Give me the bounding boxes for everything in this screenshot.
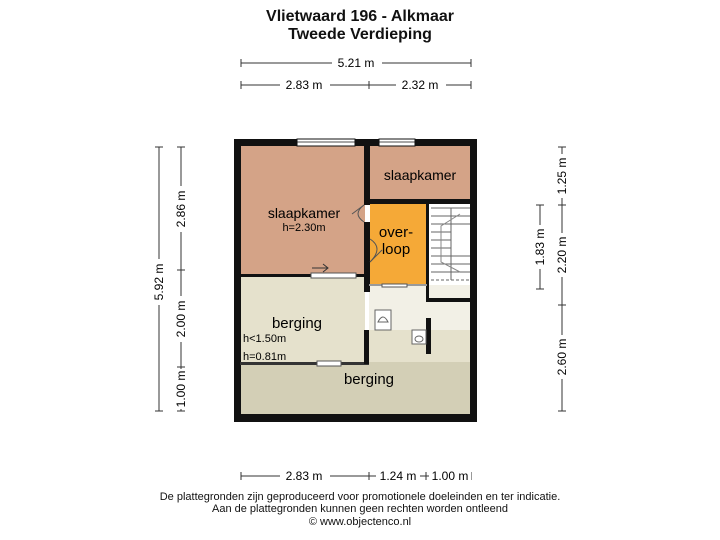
arrow-icon [312, 263, 329, 273]
dim-bottom-left: 2.83 m [286, 469, 323, 483]
label-berging-left-height2: h=0.81m [243, 351, 286, 363]
dim-right-upper: 1.25 m [555, 158, 569, 195]
label-berging-left: berging [272, 315, 322, 332]
label-slaapkamer-main-height: h=2.30m [282, 222, 325, 234]
room-berging-bottom [240, 362, 471, 414]
dim-right-stairs: 1.83 m [533, 229, 547, 266]
dim-top-right: 2.32 m [402, 78, 439, 92]
windows [296, 138, 416, 147]
doors [310, 204, 408, 367]
dim-left-middle: 2.00 m [174, 301, 188, 338]
dim-bottom-middle: 1.24 m [380, 469, 417, 483]
dim-left-lower: 1.00 m [174, 371, 188, 408]
disclaimer-line-2: Aan de plattegronden kunnen geen rechten… [211, 503, 508, 515]
plan-title: Vlietwaard 196 - Alkmaar [266, 8, 454, 25]
room-stairwell [427, 203, 471, 285]
label-berging-left-height1: h<1.50m [243, 333, 286, 345]
dim-top-left: 2.83 m [286, 78, 323, 92]
dim-top-total: 5.21 m [338, 56, 375, 70]
label-slaapkamer-small: slaapkamer [384, 167, 457, 183]
copyright-link[interactable]: © www.objectenco.nl [308, 516, 412, 528]
room-slaapkamer-main [240, 146, 365, 277]
room-slaapkamer-small [370, 146, 471, 199]
staircase [431, 207, 471, 281]
dim-bottom-right: 1.00 m [432, 469, 469, 483]
label-overloop-2: loop [382, 241, 410, 258]
dim-right-middle: 2.20 m [555, 237, 569, 274]
room-berging-left [240, 277, 365, 362]
sink-icon [374, 309, 392, 331]
dim-left-total: 5.92 m [152, 264, 166, 301]
dim-right-lower: 2.60 m [555, 339, 569, 376]
disclaimer-line-1: De plattegronden zijn geproduceerd voor … [159, 491, 561, 503]
room-overloop [370, 203, 427, 285]
dim-left-upper: 2.86 m [174, 191, 188, 228]
label-slaapkamer-main: slaapkamer [268, 205, 341, 221]
label-berging-bottom: berging [344, 371, 394, 388]
label-overloop-1: over- [379, 224, 413, 241]
toilet-icon [411, 329, 427, 345]
plan-subtitle: Tweede Verdieping [288, 26, 432, 43]
